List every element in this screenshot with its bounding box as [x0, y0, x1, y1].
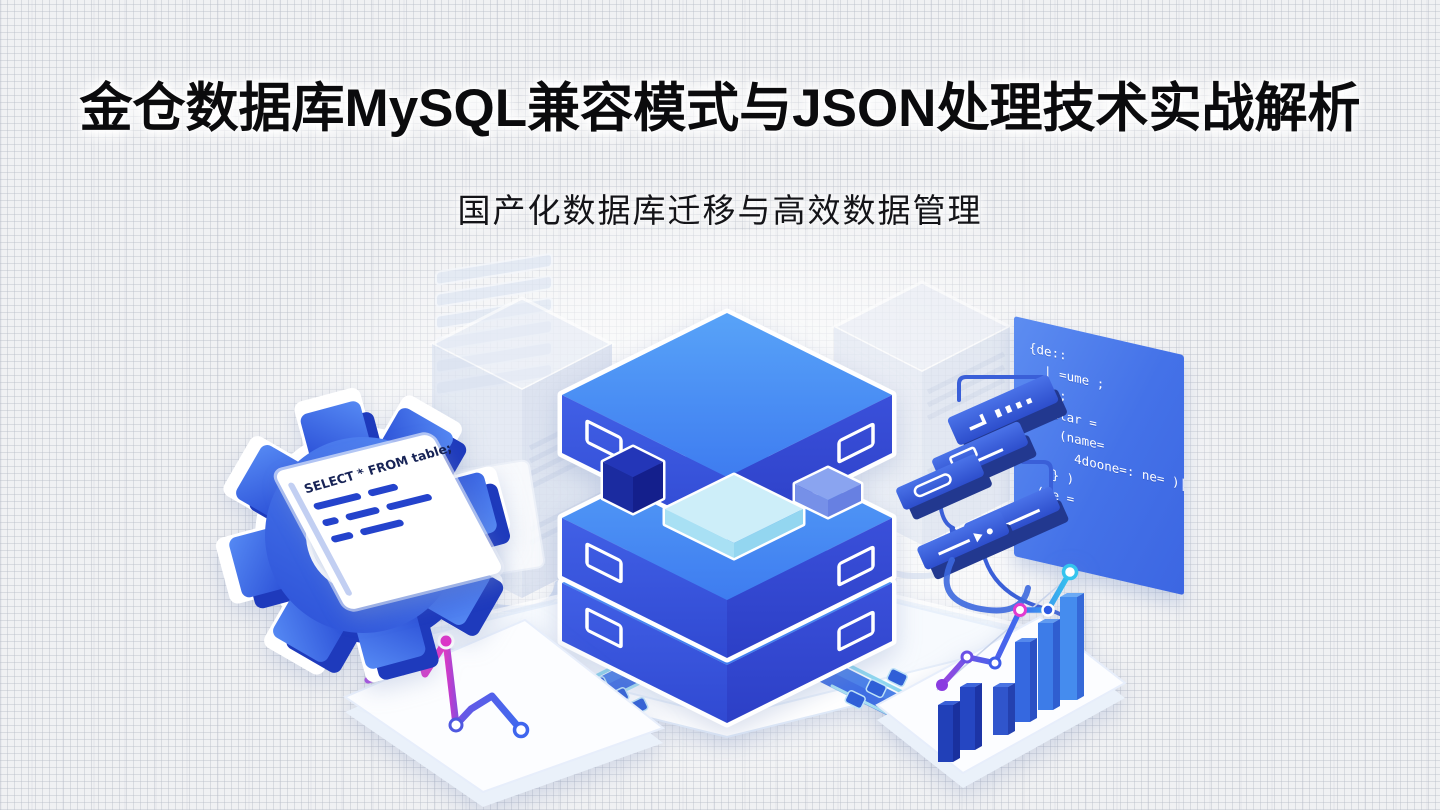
bar-trend-points	[936, 563, 1079, 691]
poster-subtitle: 国产化数据库迁移与高效数据管理	[457, 192, 983, 229]
code-dash-row	[321, 489, 451, 527]
code-dash-row	[329, 505, 460, 544]
db-cube-blue	[792, 465, 864, 520]
db-cube-cyan	[662, 472, 806, 561]
reference-line	[936, 573, 1073, 691]
bar-chart-card	[875, 563, 1127, 788]
bars	[938, 593, 1084, 762]
poster-title: 金仓数据库MySQL兼容模式与JSON处理技术实战解析	[79, 79, 1361, 138]
flowchart-node	[896, 454, 992, 520]
database-stack-illustration	[557, 308, 897, 728]
db-cube-dark	[600, 444, 666, 516]
cable-loop	[943, 557, 1031, 614]
flowchart-illustration	[896, 375, 1077, 632]
